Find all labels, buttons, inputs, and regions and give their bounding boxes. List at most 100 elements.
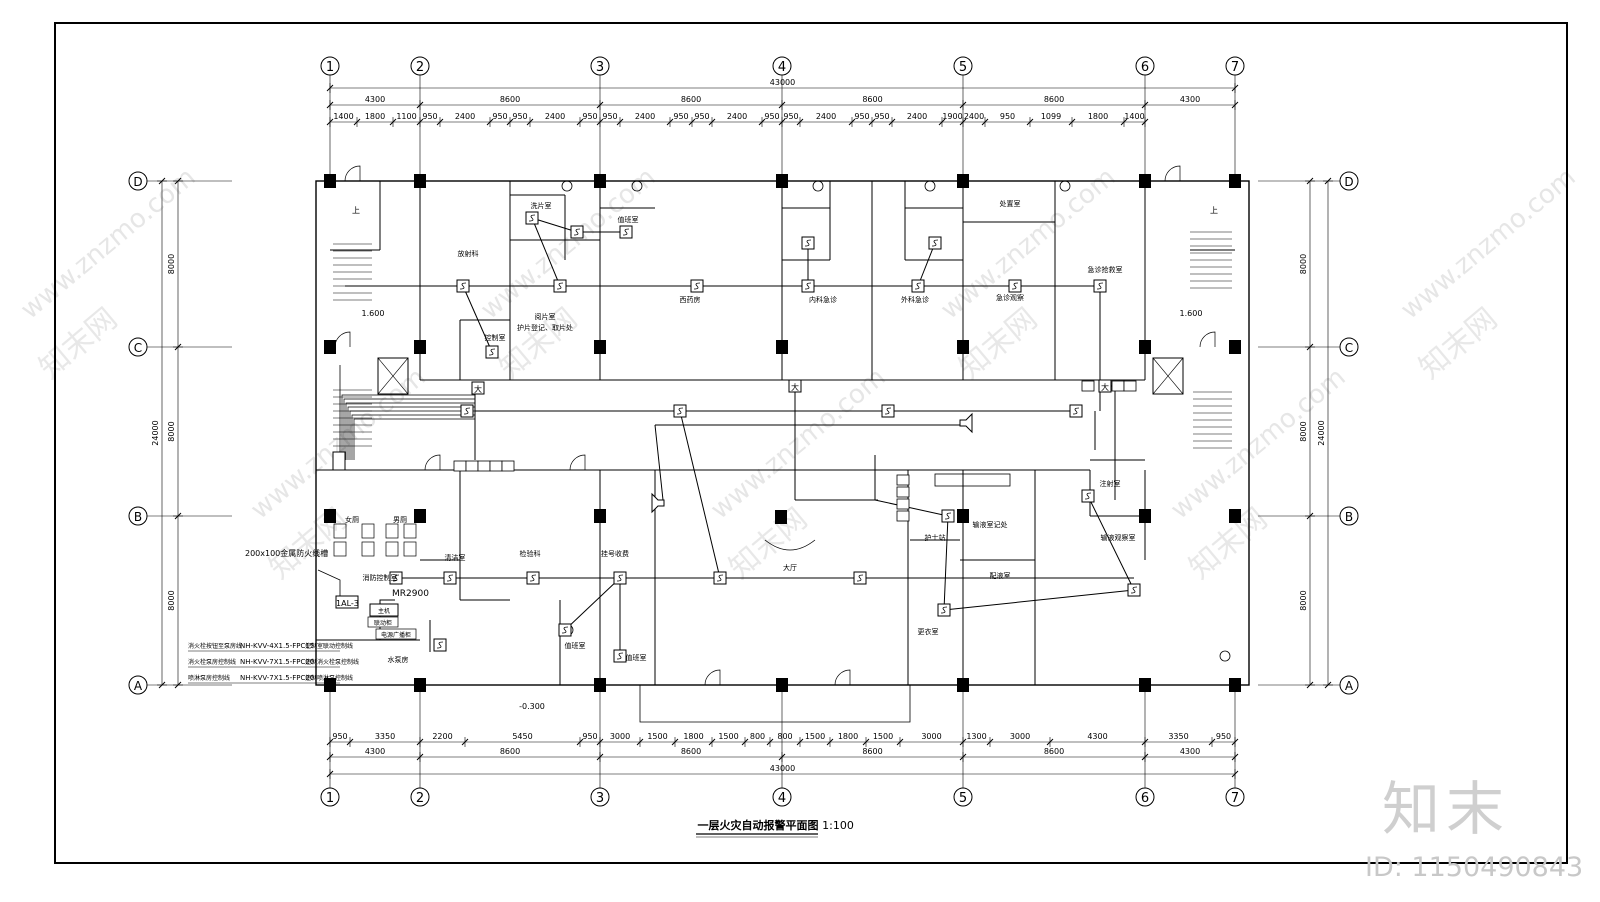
- panel-label: 1AL-3: [336, 599, 359, 608]
- room-label: 清洁室: [445, 553, 466, 562]
- cable-tray-label: 200x100金属防火线槽: [245, 548, 328, 558]
- axis-bubble: [128, 171, 148, 191]
- structural-column: [1139, 174, 1151, 188]
- axis-bubble: [1339, 506, 1359, 526]
- sanitary-fixture: [361, 541, 375, 557]
- dim-tick: [888, 118, 896, 126]
- axis-label-bottom: 2: [416, 791, 424, 806]
- axis-label-top: 1: [326, 60, 334, 75]
- structural-column: [594, 174, 606, 188]
- dim-tick: [959, 101, 967, 109]
- heat-detector-mark: 大: [474, 384, 482, 394]
- axis-bubble: [128, 506, 148, 526]
- alarm-module: [465, 460, 479, 472]
- heat-detector-mark: 大: [791, 382, 799, 392]
- dim-tick: [1231, 101, 1239, 109]
- dim-tick: [326, 101, 334, 109]
- dim-text: 800: [777, 732, 792, 741]
- door-arc: [834, 669, 851, 686]
- dim-tick: [1324, 681, 1332, 689]
- dim-text: 950: [582, 732, 597, 741]
- dim-tick: [526, 118, 534, 126]
- alarm-wire: [943, 589, 1135, 611]
- structural-column: [324, 174, 336, 188]
- alarm-wire: [654, 424, 664, 501]
- room-label: 护士站: [925, 533, 946, 542]
- dim-tick: [326, 770, 334, 778]
- dim-tick: [1141, 753, 1149, 761]
- axis-bubble: [1339, 675, 1359, 695]
- alarm-module: [896, 498, 910, 510]
- dim-tick: [596, 753, 604, 761]
- sanitary-fixture: [403, 541, 417, 557]
- alarm-module: [501, 460, 515, 472]
- axis-bubble: [953, 56, 973, 76]
- cable-legend-label: 消火栓泵房控制线: [188, 658, 236, 666]
- bus-wire: [341, 394, 475, 460]
- dim-text: 8000: [1299, 421, 1308, 441]
- dim-text: 1500: [718, 732, 738, 741]
- dim-tick: [596, 101, 604, 109]
- structural-column: [776, 174, 788, 188]
- axis-bubble: [1339, 337, 1359, 357]
- axis-bubble: [590, 56, 610, 76]
- toilet-fixture: [1059, 180, 1071, 192]
- axis-label-bottom: 1: [326, 791, 334, 806]
- smoke-detector-mark: [556, 282, 564, 290]
- dim-tick: [174, 512, 182, 520]
- dim-tick: [326, 738, 334, 746]
- alarm-wire: [531, 217, 561, 287]
- smoke-detector-mark: [940, 606, 948, 614]
- room-label: 输液室记处: [973, 520, 1008, 529]
- dim-text: 800: [750, 732, 765, 741]
- dim-tick: [1306, 512, 1314, 520]
- dim-text: 950: [673, 112, 688, 121]
- dim-text: 950: [602, 112, 617, 121]
- alarm-wire: [564, 577, 621, 631]
- sanitary-fixture: [385, 541, 399, 557]
- structural-column: [324, 340, 336, 354]
- structural-column: [1229, 678, 1241, 692]
- toilet-fixture: [561, 180, 573, 192]
- cable-legend-label: 控制消火栓泵控制线: [305, 658, 359, 666]
- alarm-module: [1111, 380, 1125, 392]
- dim-tick: [576, 738, 584, 746]
- smoke-detector-mark: [884, 407, 892, 415]
- axis-label-left: C: [134, 341, 142, 355]
- drawing-title: 一层火灾自动报警平面图: [698, 818, 819, 832]
- door-arc: [424, 454, 441, 471]
- axis-bubble: [772, 56, 792, 76]
- dim-text: 950: [874, 112, 889, 121]
- smoke-detector-mark: [459, 282, 467, 290]
- smoke-detector-mark: [914, 282, 922, 290]
- smoke-detector-mark: [1096, 282, 1104, 290]
- smoke-detector-mark: [463, 407, 471, 415]
- structural-column: [1229, 340, 1241, 354]
- axis-bubble: [1339, 171, 1359, 191]
- dim-tick: [868, 118, 876, 126]
- dim-tick: [616, 118, 624, 126]
- dim-tick: [326, 84, 334, 92]
- axis-label-right: B: [1345, 510, 1353, 524]
- alarm-module: [896, 510, 910, 522]
- axis-bubble: [590, 787, 610, 807]
- dim-tick: [174, 681, 182, 689]
- dim-text: 950: [582, 112, 597, 121]
- door-arc: [1199, 331, 1216, 348]
- dim-tick: [896, 738, 904, 746]
- structural-column: [1139, 509, 1151, 523]
- sanitary-fixture: [403, 523, 417, 539]
- bus-wire: [347, 406, 475, 460]
- smoke-detector-mark: [561, 626, 569, 634]
- dim-tick: [461, 738, 469, 746]
- smoke-detector-mark: [693, 282, 701, 290]
- alarm-wire: [874, 499, 949, 517]
- dim-tick: [486, 118, 494, 126]
- room-label: 值班室: [626, 653, 647, 662]
- axis-bubble: [953, 787, 973, 807]
- structural-column: [1139, 678, 1151, 692]
- dim-tick: [688, 118, 696, 126]
- smoke-detector-mark: [573, 228, 581, 236]
- sanitary-fixture: [333, 523, 347, 539]
- junction-box: [332, 451, 346, 471]
